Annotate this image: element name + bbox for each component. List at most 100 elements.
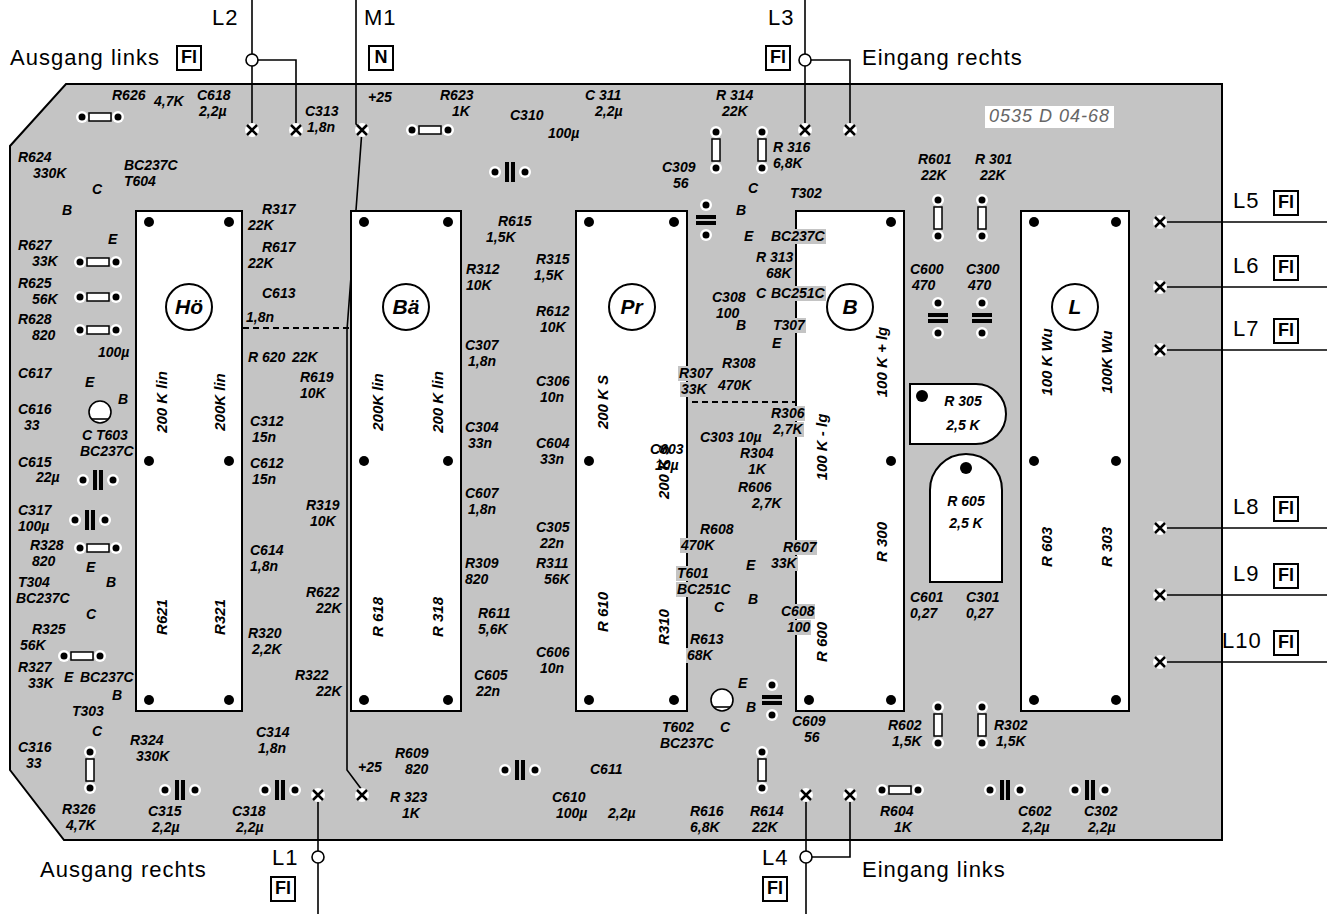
component-label: 10K [466, 278, 492, 293]
component-label: R616 [690, 804, 723, 819]
component-label: R307 [678, 366, 713, 381]
terminal-cross [1155, 657, 1165, 667]
resistor-symbol [419, 126, 441, 134]
component-label: 100µ [98, 345, 129, 360]
capacitor-symbol [511, 162, 515, 182]
component-label: R317 [262, 202, 295, 217]
solder-pad [584, 456, 594, 466]
component-label: 56 [673, 176, 689, 191]
component-label: 2,7K [752, 496, 782, 511]
part-marking: 200K lin [370, 373, 387, 431]
lead-wire [1166, 286, 1327, 288]
transistor-symbol [711, 689, 733, 711]
solder-pad [984, 784, 996, 796]
trimmer-body [930, 454, 1002, 582]
component-label: C317 [18, 503, 51, 518]
solder-pad [245, 123, 259, 137]
component-label: R312 [466, 262, 499, 277]
component-label: 1K [402, 806, 420, 821]
component-label: 1,8n [468, 502, 496, 517]
terminal-ring [799, 54, 811, 66]
trimmer-shape [908, 382, 1008, 446]
solder-pad [359, 217, 369, 227]
solder-pad [289, 784, 301, 796]
capacitor-symbol [972, 313, 992, 317]
trimmer-marking: R 305 [944, 394, 981, 409]
solder-hole [1072, 787, 1079, 794]
solder-hole [262, 787, 269, 794]
component-label: 22K [292, 350, 318, 365]
solder-pad [1099, 784, 1111, 796]
component-label: R324 [130, 733, 163, 748]
resistor-symbol [758, 139, 766, 161]
connector-code: Fl [1278, 633, 1294, 653]
component-label: T304 [18, 575, 50, 590]
component-label: C611 [590, 762, 622, 777]
component-label: R623 [440, 88, 473, 103]
component-label: C301 [966, 590, 999, 605]
component-label: 470 [968, 278, 991, 293]
component-label: 1,8n [258, 741, 286, 756]
solder-pad [932, 701, 944, 713]
component-label: C307 [465, 338, 498, 353]
component-label: 2,2µ [199, 104, 227, 119]
component-label: B [112, 688, 122, 703]
capacitor-symbol [762, 695, 782, 699]
solder-hole [703, 232, 710, 239]
transistor-flat [92, 418, 108, 420]
part-marking: R 300 [874, 522, 891, 562]
component-label: R606 [738, 480, 771, 495]
terminal-cross [1155, 590, 1165, 600]
solder-pad [756, 782, 768, 794]
part-marking: R621 [154, 599, 171, 635]
component-label: R 620 [248, 350, 285, 365]
solder-hole [502, 767, 509, 774]
connector-code: Fl [767, 879, 783, 899]
solder-pad [1111, 217, 1121, 227]
component-label: 22K [921, 168, 947, 183]
component-label: C318 [232, 804, 265, 819]
component-label: 6,8K [773, 156, 803, 171]
solder-hole [79, 114, 86, 121]
component-label: 10K [300, 386, 326, 401]
component-label: 22n [476, 684, 500, 699]
component-label: R 301 [975, 152, 1012, 167]
terminal-cross [357, 790, 367, 800]
resistor-symbol [978, 714, 986, 736]
connector-label: L3 [768, 6, 794, 30]
component-label: T602 [662, 720, 694, 735]
resistor-symbol [87, 326, 109, 334]
component-label: 22K [248, 256, 274, 271]
connector-label: Eingang links [862, 858, 1006, 882]
capacitor-symbol [1000, 780, 1004, 800]
connector-label: L9 [1233, 562, 1259, 586]
component-label: E [738, 676, 747, 691]
solder-pad [489, 166, 501, 178]
connector-code: Fl [1278, 321, 1294, 341]
solder-pad [110, 324, 122, 336]
connector-tag: Fl [1273, 318, 1299, 344]
trimmer-body [910, 384, 1006, 444]
component-label: B [736, 318, 746, 333]
component-label: R604 [880, 804, 913, 819]
solder-pad [886, 217, 896, 227]
solder-hole [987, 787, 994, 794]
capacitor-symbol [175, 780, 179, 800]
solder-pad [756, 162, 768, 174]
solder-hole [77, 545, 84, 552]
component-label: C [714, 600, 724, 615]
solder-pad [355, 123, 369, 137]
part-marking: R 303 [1099, 527, 1116, 567]
solder-hole [935, 300, 942, 307]
solder-pad [1153, 280, 1167, 294]
solder-hole [703, 202, 710, 209]
component-label: R619 [300, 370, 333, 385]
solder-pad [74, 256, 86, 268]
solder-pad [443, 217, 453, 227]
resistor-symbol [934, 207, 942, 229]
component-label: R602 [888, 718, 921, 733]
connector-tag: Fl [270, 876, 296, 902]
resistor-symbol [978, 207, 986, 229]
connector-label: M1 [364, 6, 397, 30]
solder-pad [584, 695, 594, 705]
